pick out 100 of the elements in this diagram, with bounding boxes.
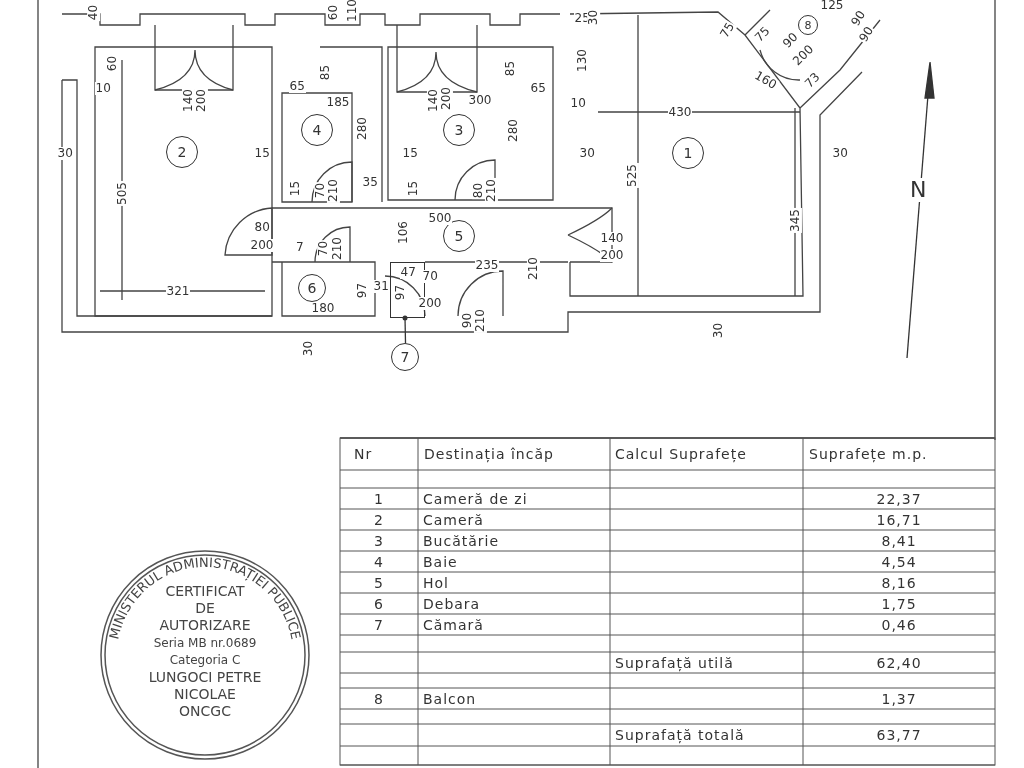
dimension-label: 70 bbox=[421, 269, 439, 283]
column-header: Destinația încăp bbox=[424, 446, 554, 462]
dimension-label: 321 bbox=[165, 284, 191, 298]
calculation-label: Suprafață utilă bbox=[615, 654, 734, 671]
area-value: 1,37 bbox=[881, 690, 917, 707]
leader-line bbox=[402, 315, 408, 344]
area-value: 1,75 bbox=[881, 595, 917, 612]
dimension-label: 31 bbox=[372, 279, 390, 293]
room-name: Cameră de zi bbox=[423, 490, 528, 507]
north-letter: N bbox=[909, 178, 928, 202]
dimension-label: 80 bbox=[471, 181, 485, 199]
dimension-label: 210 bbox=[526, 255, 540, 281]
column-header: Nr bbox=[354, 446, 373, 462]
room-name: Bucătărie bbox=[423, 532, 500, 549]
dimension-label: 65 bbox=[288, 79, 306, 93]
dimension-label: 110 bbox=[345, 0, 359, 23]
dimension-label: 210 bbox=[473, 307, 487, 333]
dimension-label: 90 bbox=[460, 311, 474, 329]
dimension-label: 125 bbox=[819, 0, 845, 12]
dimension-label: 60 bbox=[326, 3, 340, 21]
room-number-circle: 1 bbox=[672, 137, 704, 169]
room-name: Hol bbox=[423, 574, 449, 591]
dimension-label: 200 bbox=[249, 238, 275, 252]
dimension-label: 106 bbox=[396, 219, 410, 245]
dimension-label: 35 bbox=[361, 175, 379, 189]
dimension-label: 65 bbox=[529, 81, 547, 95]
area-value: 63,77 bbox=[876, 727, 922, 743]
column-header: Calcul Suprafețe bbox=[615, 446, 747, 462]
row-number: 7 bbox=[374, 616, 384, 633]
column-header: Suprafețe m.p. bbox=[809, 446, 928, 462]
room-number-circle: 2 bbox=[166, 136, 198, 168]
dimension-label: 235 bbox=[474, 258, 500, 272]
dimension-label: 280 bbox=[506, 117, 520, 143]
stamp-text: Categoria C bbox=[169, 652, 241, 669]
dimension-label: 70 bbox=[313, 181, 327, 199]
dimension-label: 85 bbox=[503, 59, 517, 77]
dimension-label: 47 bbox=[399, 265, 417, 279]
dimension-label: 80 bbox=[253, 220, 271, 234]
dimension-label: 140 bbox=[599, 231, 625, 245]
room-name: Cameră bbox=[423, 511, 484, 528]
dimension-label: 10 bbox=[569, 96, 587, 110]
dimension-label: 430 bbox=[667, 105, 693, 119]
room-name: Cămară bbox=[423, 616, 484, 633]
dimension-label: 30 bbox=[578, 146, 596, 160]
dimension-label: 85 bbox=[318, 63, 332, 81]
row-number: 1 bbox=[374, 490, 384, 507]
area-value: 8,41 bbox=[881, 532, 917, 549]
dimension-label: 500 bbox=[427, 211, 453, 225]
dimension-label: 185 bbox=[325, 95, 351, 109]
dimension-label: 15 bbox=[401, 146, 419, 160]
room-number-circle: 7 bbox=[391, 343, 419, 371]
area-value: 8,16 bbox=[881, 574, 917, 591]
room-name: Balcon bbox=[423, 690, 477, 707]
room-number-circle: 8 bbox=[798, 15, 818, 35]
area-value: 22,37 bbox=[876, 490, 922, 507]
stamp-text: LUNGOCI PETRE bbox=[148, 669, 262, 686]
dimension-label: 140 bbox=[426, 87, 440, 113]
stamp-text: ONCGC bbox=[179, 703, 231, 720]
area-value: 62,40 bbox=[876, 654, 922, 671]
row-number: 6 bbox=[374, 595, 384, 612]
room-number-circle: 6 bbox=[298, 274, 326, 302]
dimension-label: 210 bbox=[326, 177, 340, 203]
dimension-label: 300 bbox=[467, 93, 493, 107]
dimension-label: 280 bbox=[355, 115, 369, 141]
dimension-label: 97 bbox=[355, 281, 369, 299]
room-number-circle: 3 bbox=[443, 114, 475, 146]
dimension-label: 15 bbox=[288, 179, 302, 197]
dimension-label: 200 bbox=[417, 296, 443, 310]
area-value: 16,71 bbox=[876, 511, 922, 528]
stamp-text: NICOLAE bbox=[174, 686, 236, 703]
dimension-label: 140 bbox=[181, 87, 195, 113]
dimension-label: 97 bbox=[393, 283, 407, 301]
dimension-label: 180 bbox=[310, 301, 336, 315]
dimension-label: 210 bbox=[330, 235, 344, 261]
dimension-label: 60 bbox=[105, 54, 119, 72]
room-name: Debara bbox=[423, 595, 481, 612]
dimension-label: 30 bbox=[301, 339, 315, 357]
row-number: 2 bbox=[374, 511, 384, 528]
area-value: 4,54 bbox=[881, 553, 917, 570]
row-number: 4 bbox=[374, 553, 384, 570]
calculation-label: Suprafață totală bbox=[615, 727, 745, 743]
dimension-label: 7 bbox=[295, 240, 305, 254]
room-number-circle: 4 bbox=[301, 114, 333, 146]
dimension-label: 345 bbox=[788, 207, 802, 233]
dimension-label: 70 bbox=[316, 239, 330, 257]
dimension-label: 505 bbox=[115, 180, 129, 206]
area-value: 0,46 bbox=[881, 616, 917, 633]
room-name: Baie bbox=[423, 553, 458, 570]
dimension-label: 15 bbox=[406, 179, 420, 197]
dimension-label: 200 bbox=[599, 248, 625, 262]
dimension-label: 40 bbox=[86, 3, 100, 21]
dimension-label: 210 bbox=[484, 177, 498, 203]
dimension-label: 30 bbox=[56, 146, 74, 160]
dimension-label: 525 bbox=[625, 162, 639, 188]
dimension-label: 200 bbox=[439, 85, 453, 111]
row-number: 3 bbox=[374, 532, 384, 549]
dimension-label: 30 bbox=[711, 321, 725, 339]
dimension-label: 30 bbox=[831, 146, 849, 160]
dimension-label: 15 bbox=[253, 146, 271, 160]
row-number: 5 bbox=[374, 574, 384, 591]
